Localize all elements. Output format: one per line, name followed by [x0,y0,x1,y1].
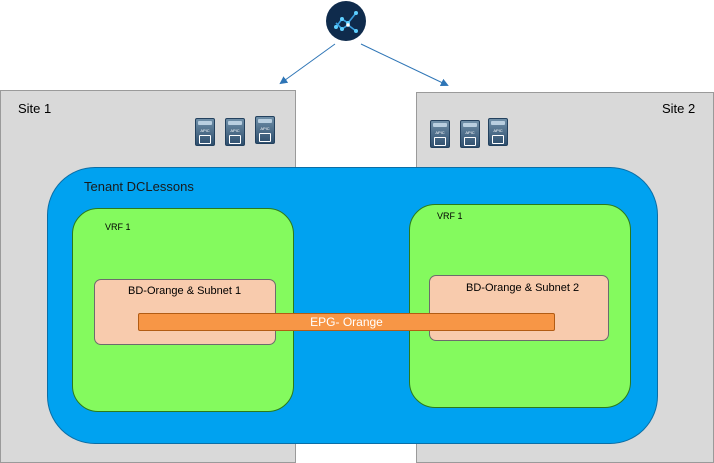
epg-label: EPG- Orange [310,315,383,329]
apic-server-icon: APIC [430,120,450,148]
bridge-domain-label-site-1: BD-Orange & Subnet 1 [128,285,242,297]
vrf-label-site-2: VRF 1 [437,211,463,221]
tenant-label: Tenant DCLessons [84,179,194,194]
bridge-domain-label-site-2: BD-Orange & Subnet 2 [466,282,580,294]
network-orchestrator-logo-icon [326,1,366,41]
apic-server-icon: APIC [255,116,275,144]
apic-server-icon: APIC [195,118,215,146]
arrow-to-site-2 [360,43,449,87]
site-1-label: Site 1 [18,101,52,116]
site-2-label: Site 2 [662,101,696,116]
apic-cluster-site-1: APIC APIC APIC [195,116,279,146]
apic-server-icon: APIC [225,118,245,146]
vrf-label-site-1: VRF 1 [105,222,131,232]
arrow-to-site-1 [279,43,336,85]
epg-bar: EPG- Orange [138,313,555,331]
apic-server-icon: APIC [460,120,480,148]
apic-cluster-site-2: APIC APIC APIC [430,118,514,148]
bridge-domain-site-1 [94,279,276,345]
apic-server-icon: APIC [488,118,508,146]
